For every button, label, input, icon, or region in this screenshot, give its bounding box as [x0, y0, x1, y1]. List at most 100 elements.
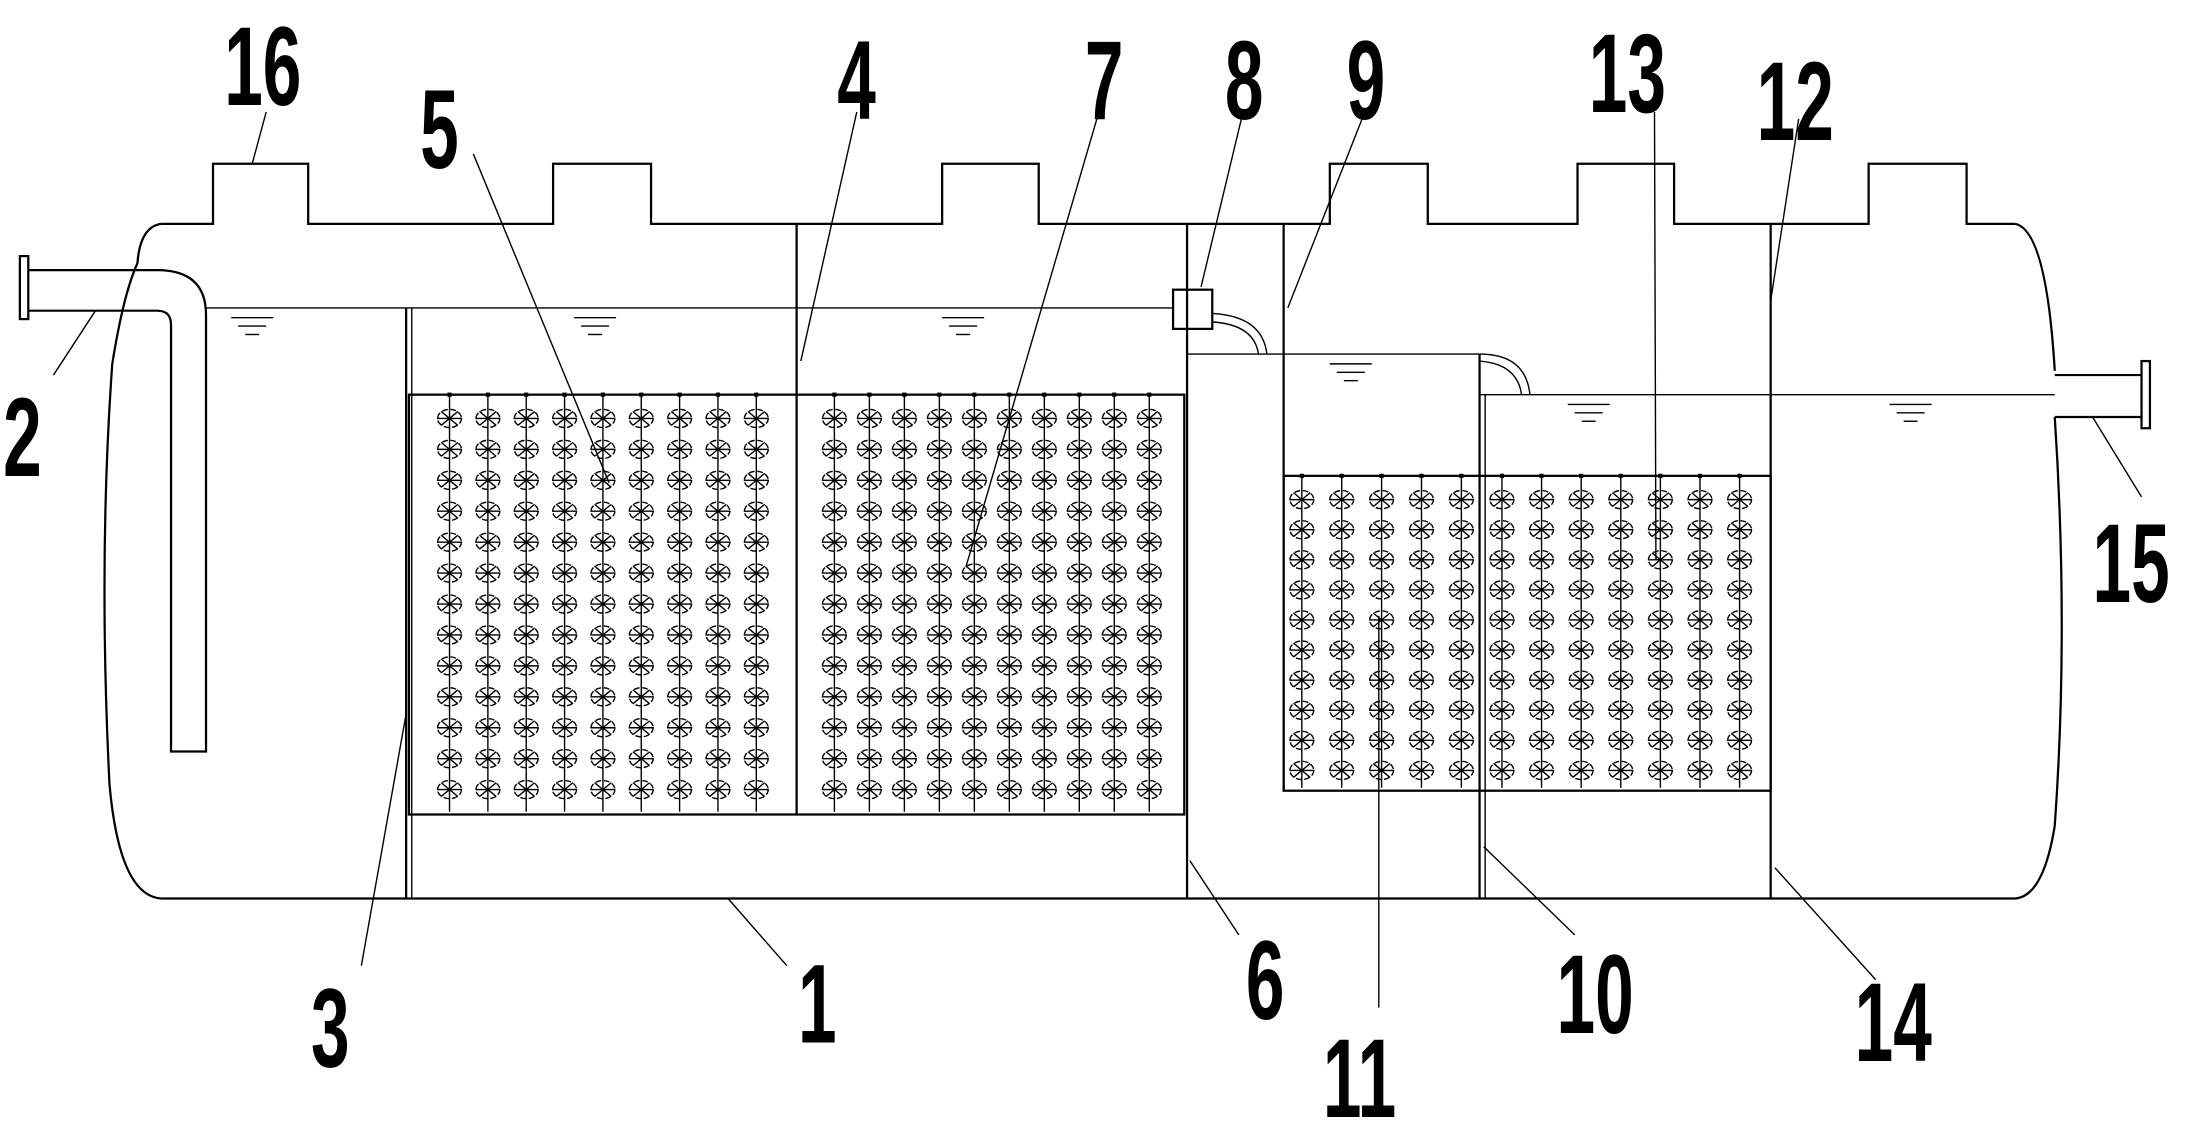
media-unit — [705, 532, 731, 552]
media-unit — [628, 625, 654, 645]
media-unit — [856, 594, 882, 614]
media-unit — [1289, 670, 1315, 690]
media-unit — [551, 779, 578, 800]
media-unit — [1726, 610, 1753, 630]
media-unit — [1568, 610, 1594, 630]
media-unit — [821, 687, 847, 707]
media-unit — [551, 625, 578, 645]
media-unit — [1369, 610, 1395, 630]
media-unit — [475, 408, 501, 429]
media-unit — [1647, 489, 1673, 510]
media-unit — [1687, 610, 1713, 630]
media-unit — [1066, 501, 1092, 522]
media-unit — [475, 687, 501, 707]
media-unit — [1608, 730, 1634, 751]
media-unit — [1101, 594, 1127, 614]
media-unit — [1136, 717, 1162, 738]
media-unit — [1408, 760, 1435, 781]
block-11 — [1289, 473, 1474, 788]
media-unit — [628, 779, 654, 800]
media-unit — [926, 656, 952, 676]
media-unit — [1031, 563, 1057, 583]
media-unit — [513, 717, 539, 738]
media-unit — [1289, 700, 1315, 721]
media-unit — [590, 563, 616, 583]
media-unit — [590, 717, 616, 738]
media-unit — [1408, 489, 1435, 510]
overflow-box — [1171, 288, 1531, 395]
media-unit — [821, 470, 847, 491]
media-unit — [1329, 670, 1355, 690]
media-unit — [891, 625, 917, 645]
media-unit — [667, 439, 693, 460]
media-unit — [1687, 489, 1713, 510]
media-unit — [1066, 470, 1092, 491]
media-unit — [551, 439, 578, 460]
outlet-pipe — [2054, 359, 2152, 430]
media-unit — [1568, 489, 1594, 510]
media-unit — [926, 779, 952, 800]
media-unit — [705, 717, 731, 738]
media-unit — [1528, 640, 1555, 660]
media-unit — [1528, 550, 1555, 570]
media-unit — [1726, 760, 1753, 781]
media-unit — [1031, 470, 1057, 491]
media-unit — [743, 748, 769, 769]
media-unit — [1528, 519, 1555, 540]
media-unit — [1489, 700, 1515, 721]
media-unit — [1289, 640, 1315, 660]
media-unit — [1568, 730, 1594, 751]
media-unit — [1489, 550, 1515, 570]
media-unit — [628, 501, 654, 522]
media-unit — [1136, 779, 1162, 800]
media-unit — [996, 594, 1022, 614]
media-unit — [1726, 519, 1753, 540]
media-unit — [590, 656, 616, 676]
media-unit — [551, 687, 578, 707]
media-unit — [551, 717, 578, 738]
media-unit — [475, 717, 501, 738]
media-unit — [1136, 625, 1162, 645]
media-unit — [891, 470, 917, 491]
media-unit — [1031, 717, 1057, 738]
media-unit — [1289, 550, 1315, 570]
label-7: 7 — [1085, 18, 1124, 143]
media-unit — [705, 408, 731, 429]
media-unit — [743, 625, 769, 645]
media-unit — [1101, 501, 1127, 522]
media-unit — [856, 439, 882, 460]
media-unit — [1608, 700, 1634, 721]
media-unit — [667, 687, 693, 707]
label-4: 4 — [837, 18, 876, 143]
media-unit — [628, 594, 654, 614]
media-unit — [1329, 760, 1355, 781]
media-unit — [1448, 489, 1474, 510]
media-unit — [1448, 519, 1474, 540]
tank-body — [103, 162, 2063, 900]
media-unit — [436, 779, 463, 800]
block-13 — [1489, 473, 1753, 788]
label-10: 10 — [1557, 932, 1634, 1057]
media-unit — [1448, 580, 1474, 600]
media-unit — [590, 594, 616, 614]
media-unit — [1101, 625, 1127, 645]
media-unit — [628, 717, 654, 738]
media-unit — [1101, 656, 1127, 676]
media-unit — [996, 656, 1022, 676]
media-unit — [1101, 532, 1127, 552]
media-unit — [1031, 594, 1057, 614]
media-unit — [1136, 594, 1162, 614]
media-unit — [891, 532, 917, 552]
media-unit — [705, 501, 731, 522]
media-unit — [705, 625, 731, 645]
media-unit — [1568, 519, 1594, 540]
media-unit — [475, 656, 501, 676]
media-unit — [705, 748, 731, 769]
media-unit — [475, 470, 501, 491]
media-unit — [1726, 489, 1753, 510]
media-unit — [743, 439, 769, 460]
media-unit — [996, 748, 1022, 769]
media-unit — [1289, 760, 1315, 781]
media-unit — [1408, 580, 1435, 600]
media-unit — [513, 625, 539, 645]
